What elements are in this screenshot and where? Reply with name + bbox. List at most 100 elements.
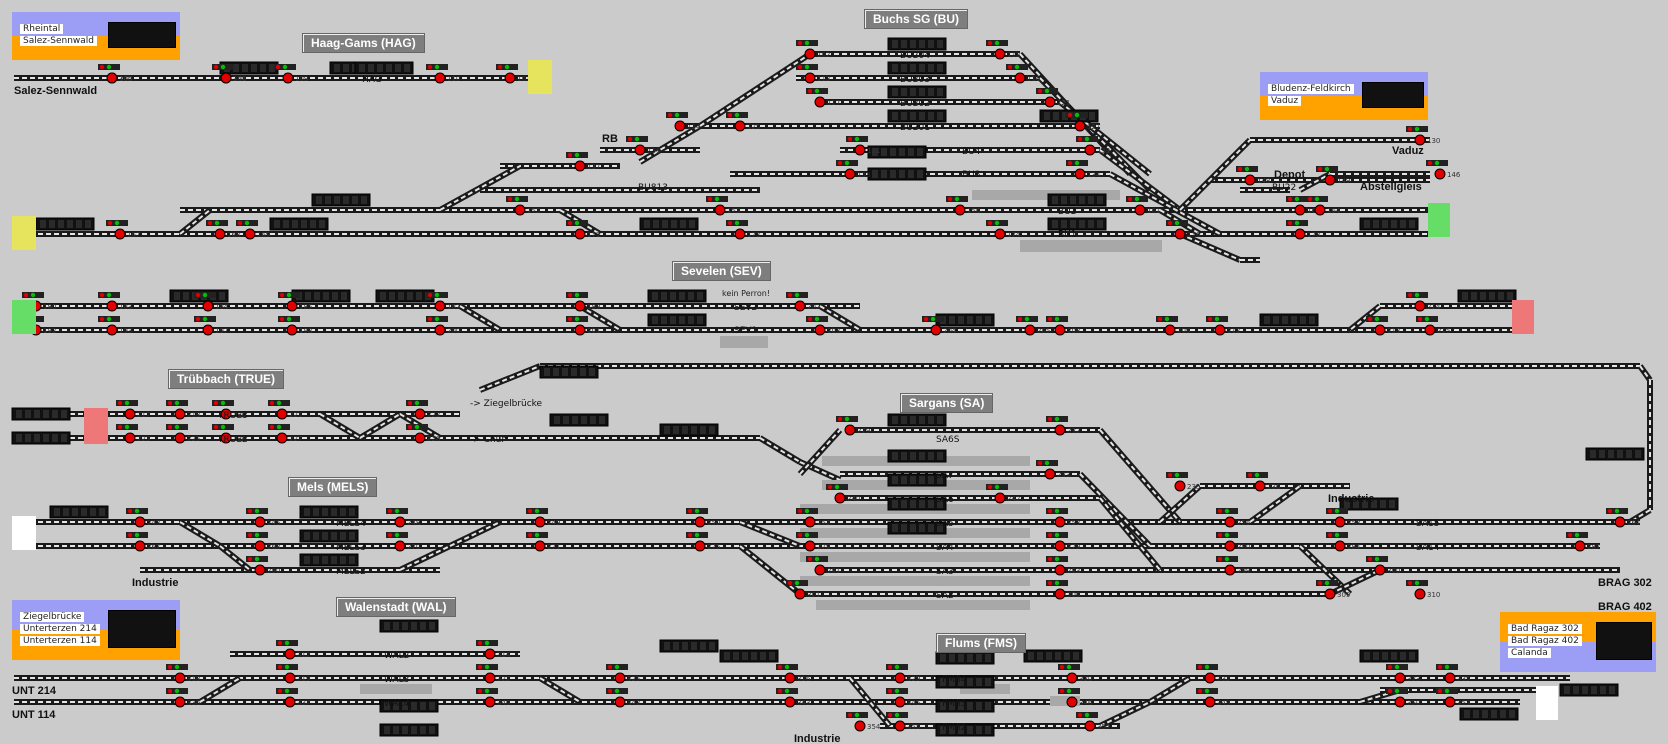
signal-light[interactable]: [284, 696, 296, 708]
signal[interactable]: 290: [246, 556, 280, 576]
signal[interactable]: 250: [686, 508, 720, 528]
signal[interactable]: 153: [706, 196, 740, 216]
signal-light[interactable]: [894, 672, 906, 684]
signal[interactable]: 249: [526, 508, 560, 528]
signal-light[interactable]: [534, 516, 546, 528]
signal-light[interactable]: [174, 432, 186, 444]
signal[interactable]: 342: [606, 688, 640, 708]
signal[interactable]: 205: [1016, 316, 1050, 336]
signal-light[interactable]: [1394, 672, 1406, 684]
signal[interactable]: 228: [406, 424, 440, 444]
signal-light[interactable]: [994, 48, 1006, 60]
signal[interactable]: 184: [194, 292, 229, 312]
track-segment[interactable]: [578, 303, 622, 333]
signal-light[interactable]: [1224, 516, 1236, 528]
signal-light[interactable]: [1074, 168, 1086, 180]
signal[interactable]: 322: [476, 664, 510, 684]
signal-light[interactable]: [1066, 696, 1078, 708]
signal[interactable]: 318: [166, 664, 200, 684]
signal[interactable]: 193: [98, 316, 132, 336]
signal[interactable]: 174: [986, 220, 1021, 240]
signal[interactable]: 203: [806, 316, 840, 336]
signal[interactable]: 164: [1306, 196, 1341, 216]
signal[interactable]: 278: [796, 532, 830, 552]
signal[interactable]: 131: [846, 136, 880, 156]
signal[interactable]: 121: [1036, 88, 1070, 108]
signal-light[interactable]: [1614, 516, 1626, 528]
signal[interactable]: 291: [806, 556, 840, 576]
signal-light[interactable]: [434, 324, 446, 336]
signal[interactable]: 299: [1216, 556, 1250, 576]
signal[interactable]: 345: [886, 688, 920, 708]
signal[interactable]: 326: [776, 664, 811, 684]
signal[interactable]: 173: [726, 220, 760, 240]
signal-light[interactable]: [784, 672, 796, 684]
signal-light[interactable]: [1014, 72, 1026, 84]
endpoint-marker-white[interactable]: [1536, 686, 1558, 720]
signal[interactable]: 148: [1236, 166, 1270, 186]
signal[interactable]: 242: [986, 484, 1020, 504]
signal-light[interactable]: [1294, 228, 1306, 240]
signal[interactable]: 349: [1196, 688, 1230, 708]
signal-light[interactable]: [844, 424, 856, 436]
endpoint-marker-red[interactable]: [84, 408, 108, 444]
signal-light[interactable]: [814, 324, 826, 336]
signal[interactable]: 113: [796, 64, 830, 84]
signal-light[interactable]: [854, 144, 866, 156]
signal[interactable]: 223: [116, 424, 150, 444]
signal-light[interactable]: [1164, 324, 1176, 336]
signal[interactable]: 287: [1566, 532, 1600, 552]
signal-light[interactable]: [1374, 324, 1386, 336]
signal[interactable]: 225: [166, 424, 200, 444]
signal-light[interactable]: [994, 492, 1006, 504]
signal-light[interactable]: [1204, 672, 1216, 684]
signal-light[interactable]: [634, 144, 646, 156]
signal-light[interactable]: [1374, 564, 1386, 576]
signal[interactable]: 125: [726, 112, 760, 132]
signal[interactable]: 336: [166, 688, 201, 708]
signal[interactable]: 357: [1076, 712, 1110, 732]
signal-light[interactable]: [954, 204, 966, 216]
signal-light[interactable]: [1414, 134, 1426, 146]
signal[interactable]: 198: [278, 316, 312, 336]
signal[interactable]: 221: [268, 400, 302, 420]
signal-light[interactable]: [1214, 324, 1226, 336]
signal[interactable]: 340: [476, 688, 510, 708]
signal-light[interactable]: [394, 516, 406, 528]
signal-light[interactable]: [1054, 516, 1066, 528]
signal[interactable]: 280: [1216, 532, 1250, 552]
endpoint-marker-white[interactable]: [12, 516, 36, 550]
signal-light[interactable]: [814, 564, 826, 576]
track-segment[interactable]: [318, 411, 362, 441]
signal-light[interactable]: [220, 408, 232, 420]
signal-light[interactable]: [930, 324, 942, 336]
signal-light[interactable]: [1414, 300, 1426, 312]
signal-light[interactable]: [106, 72, 118, 84]
signal[interactable]: 167: [106, 220, 140, 240]
signal[interactable]: 314: [476, 640, 511, 660]
signal-light[interactable]: [1054, 424, 1066, 436]
signal-light[interactable]: [1054, 564, 1066, 576]
signal[interactable]: 202: [786, 292, 820, 312]
signal[interactable]: 163: [1286, 196, 1320, 216]
signal-light[interactable]: [574, 324, 586, 336]
signal-light[interactable]: [1134, 204, 1146, 216]
signal-light[interactable]: [174, 696, 186, 708]
signal-light[interactable]: [414, 408, 426, 420]
signal-light[interactable]: [804, 72, 816, 84]
signal[interactable]: 264: [1606, 508, 1641, 528]
signal-light[interactable]: [1414, 588, 1426, 600]
signal[interactable]: 185: [278, 292, 312, 312]
signal-light[interactable]: [1044, 96, 1056, 108]
signal[interactable]: 355: [886, 712, 920, 732]
signal-light[interactable]: [1324, 588, 1336, 600]
signal[interactable]: 306: [1046, 580, 1081, 600]
signal[interactable]: 245: [246, 508, 280, 528]
signal[interactable]: 149: [1316, 166, 1350, 186]
signal[interactable]: 187: [426, 292, 460, 312]
endpoint-marker-yellow[interactable]: [12, 216, 36, 250]
signal[interactable]: 346: [1058, 688, 1093, 708]
signal-light[interactable]: [1434, 168, 1446, 180]
signal-light[interactable]: [694, 540, 706, 552]
